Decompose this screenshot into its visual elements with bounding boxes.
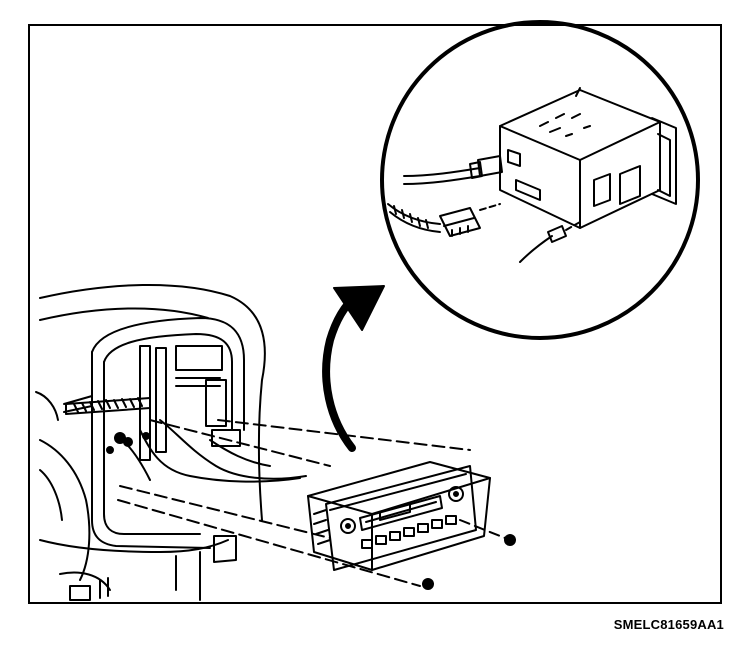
hardware-fastener-icon: [114, 432, 516, 590]
figure-code: SMELC81659AA1: [613, 617, 724, 632]
callout-arrow: [322, 285, 385, 452]
instrument-panel: [35, 284, 511, 601]
detail-wiring-connectors: [387, 155, 581, 263]
detail-view-circle: [380, 20, 700, 340]
detail-radio-chassis: [499, 87, 677, 229]
radio-receiver: [307, 461, 491, 571]
